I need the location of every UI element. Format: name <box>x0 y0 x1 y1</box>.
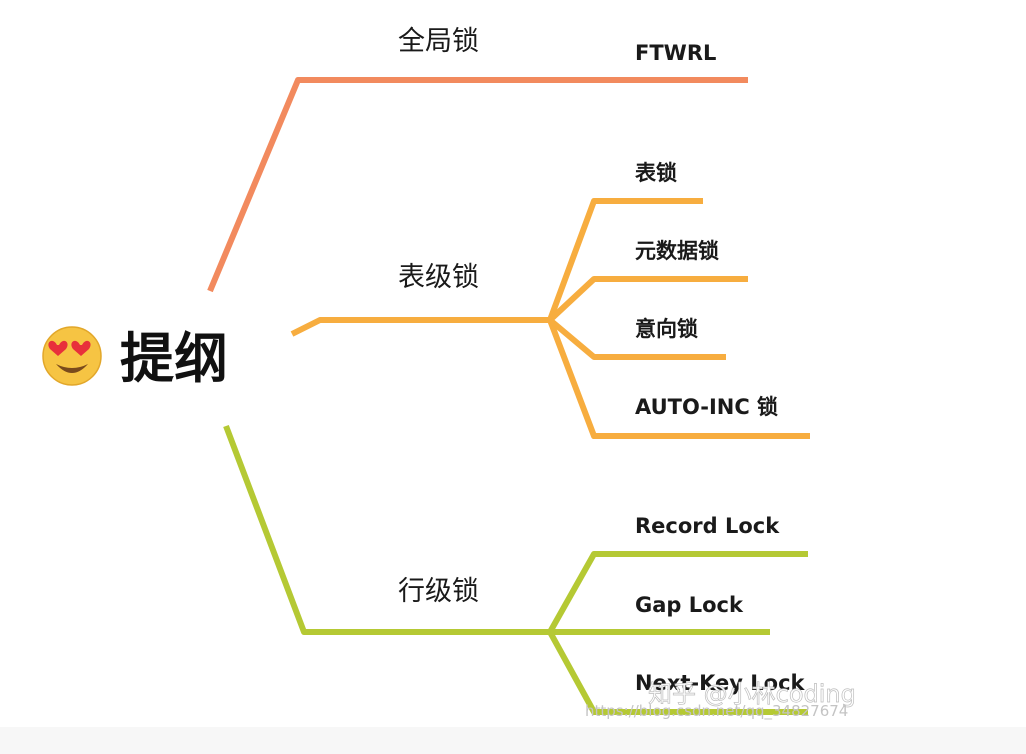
branch-label-row-level-lock: 行级锁 <box>398 576 479 607</box>
leaf-label-next-key-lock: Next-Key Lock <box>635 671 806 695</box>
root-title: 提纲 <box>120 327 228 390</box>
branch-label-global-lock: 全局锁 <box>398 26 479 57</box>
leaf-label-gap-lock: Gap Lock <box>635 593 744 617</box>
connector-table-level-lock <box>290 317 550 337</box>
leaf-label-table-lock: 表锁 <box>635 161 677 185</box>
root-node: 提纲 <box>42 326 228 390</box>
connector-row-level-lock <box>223 424 550 635</box>
bottom-strip <box>0 727 1026 754</box>
connector-record-lock <box>547 551 808 634</box>
connector-global-lock <box>207 77 748 293</box>
heart-eyes-emoji-icon <box>42 326 102 386</box>
branch-row-level-lock: 行级锁 Record Lock Gap Lock Next-Key Lock <box>223 424 808 715</box>
connector-metadata-lock <box>547 276 748 323</box>
leaf-label-intention-lock: 意向锁 <box>635 317 698 341</box>
watermark-brand: 知乎 @小林coding <box>648 680 856 708</box>
leaf-label-ftwrl: FTWRL <box>635 41 716 65</box>
branch-global-lock: 全局锁 FTWRL <box>207 26 748 293</box>
connector-table-lock <box>547 198 703 322</box>
connector-auto-inc-lock <box>547 318 810 439</box>
leaf-label-metadata-lock: 元数据锁 <box>635 239 719 263</box>
branch-table-level-lock: 表级锁 表锁 元数据锁 意向锁 AUTO-INC 锁 <box>290 161 810 439</box>
connector-intention-lock <box>548 317 726 360</box>
watermark-url: https://blog.csdn.net/qq_34827674 <box>585 702 848 721</box>
connector-next-key-lock <box>547 630 808 715</box>
leaf-label-record-lock: Record Lock <box>635 514 780 538</box>
branch-label-table-level-lock: 表级锁 <box>398 262 479 293</box>
leaf-label-auto-inc-lock: AUTO-INC 锁 <box>635 395 778 419</box>
